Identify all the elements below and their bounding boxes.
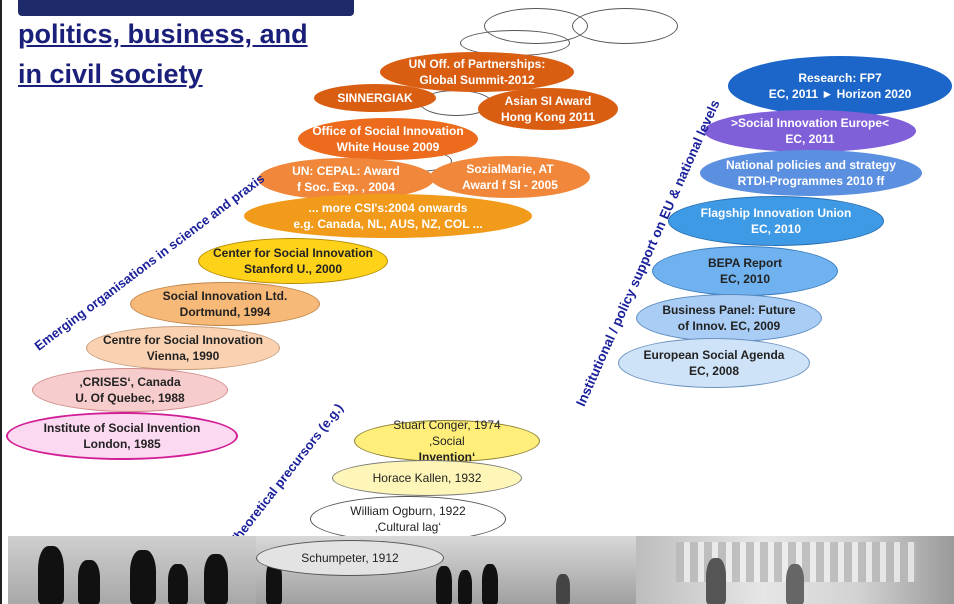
precursor-schumpeter: Schumpeter, 1912 (256, 540, 444, 576)
precursor-horace-kallen: Horace Kallen, 1932 (332, 460, 522, 496)
slide-title-line-2: in civil society (18, 59, 203, 89)
org-sinnergiak: SINNERGIAK (314, 84, 436, 112)
policy-social-innovation-europe: >Social Innovation Europe<EC, 2011 (704, 110, 916, 152)
org-un-partnerships: UN Off. of Partnerships:Global Summit-20… (380, 52, 574, 92)
empty-ellipse (572, 8, 678, 44)
precursor-stuart-conger: Stuart Conger, 1974‚Social Invention‘ (354, 418, 540, 464)
photo-strip-right (636, 536, 954, 604)
slide-left-border (0, 0, 2, 604)
title-banner (18, 0, 354, 16)
org-dortmund-sil: Social Innovation Ltd.Dortmund, 1994 (130, 282, 320, 326)
photo-strip-left (8, 536, 256, 604)
slide-title-line-1: politics, business, and (18, 19, 308, 49)
